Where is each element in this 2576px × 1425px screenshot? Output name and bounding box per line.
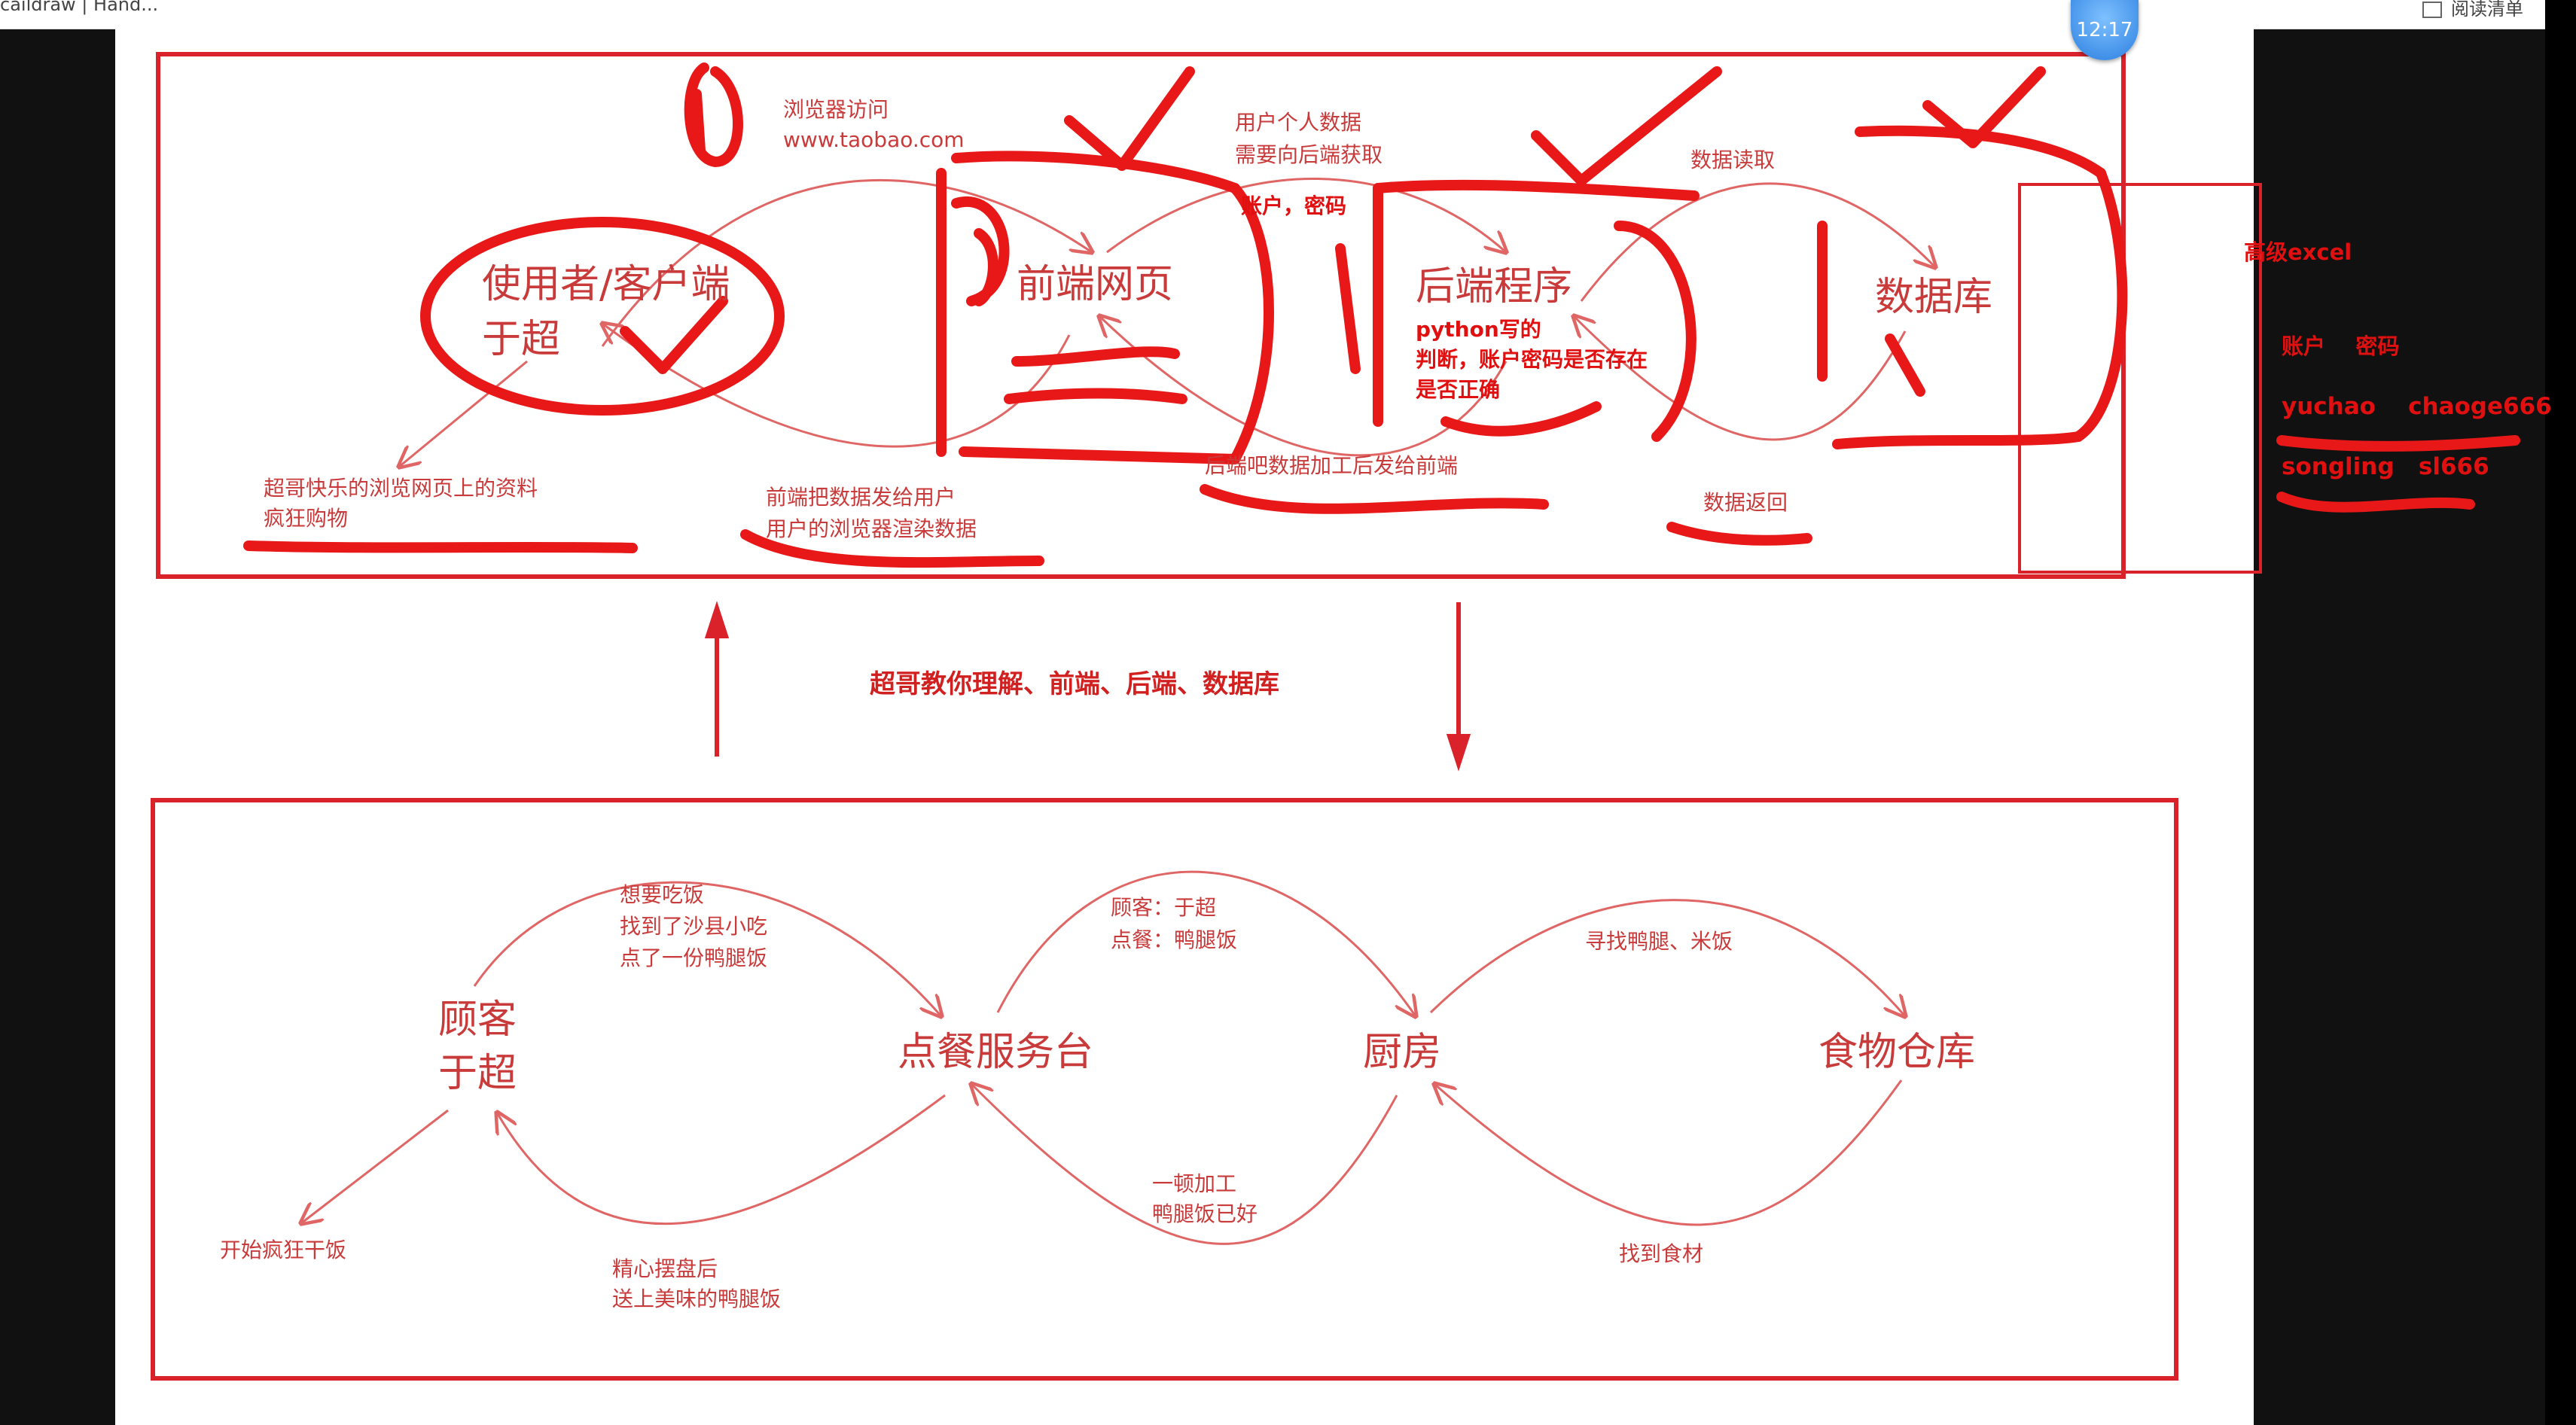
node-frontend: 前端网页 [1017,262,1173,307]
excel-row-2: songling sl666 [2282,453,2489,480]
excel-title: 高级excel [2244,239,2352,265]
window-edge [2545,0,2576,1425]
top-flow-curves [399,178,1935,467]
label-python-2: 判断，账户密码是否存在 [1416,347,1648,372]
reading-list-label: 阅读清单 [2451,0,2523,20]
reading-list-icon [2422,2,2442,18]
node-counter: 点餐服务台 [898,1030,1093,1075]
label-find-food: 寻找鸭腿、米饭 [1585,929,1733,954]
label-data-read: 数据读取 [1690,148,1775,172]
node-backend: 后端程序 [1416,264,1572,309]
label-process: 后端吧数据加工后发给前端 [1205,453,1458,478]
label-render-1: 前端把数据发给用户 [766,485,956,510]
label-user-data: 用户个人数据 [1235,110,1361,135]
label-cooked-2: 鸭腿饭已好 [1152,1201,1258,1226]
label-start-eat: 开始疯狂干饭 [220,1238,346,1262]
label-order-1: 顾客：于超 [1111,895,1216,920]
node-client-name: 于超 [482,317,560,362]
clock-badge[interactable]: 12:17 [2071,0,2139,60]
node-warehouse: 食物仓库 [1818,1030,1975,1075]
label-want-eat-2: 找到了沙县小吃 [620,914,767,939]
excel-frame [2018,183,2262,574]
label-shopping-2: 疯狂购物 [264,506,348,531]
excel-header: 账户 密码 [2282,333,2399,359]
label-want-eat-3: 点了一份鸭腿饭 [620,945,767,970]
label-order-2: 点餐：鸭腿饭 [1111,927,1237,952]
label-cooked-1: 一顿加工 [1152,1171,1236,1196]
node-client: 使用者/客户端 [482,262,730,307]
caption: 超哥教你理解、前端、后端、数据库 [870,669,1279,699]
node-customer-name: 于超 [438,1051,517,1096]
label-render-2: 用户的浏览器渲染数据 [766,516,977,541]
label-python-3: 是否正确 [1416,377,1500,402]
label-served-1: 精心摆盘后 [612,1256,718,1281]
node-customer: 顾客 [438,997,517,1043]
label-shopping-1: 超哥快乐的浏览网页上的资料 [264,476,538,501]
excel-row-1: yuchao chaoge666 [2282,393,2552,420]
label-want-eat-1: 想要吃饭 [620,882,704,907]
label-python-1: python写的 [1416,317,1541,342]
label-visit: 浏览器访问 [783,97,889,122]
label-visit-url: www.taobao.com [783,127,965,152]
label-user-data-2: 需要向后端获取 [1235,142,1383,167]
label-data-return: 数据返回 [1703,490,1788,515]
node-kitchen: 厨房 [1363,1030,1441,1075]
label-served-2: 送上美味的鸭腿饭 [612,1286,781,1311]
bottom-flow-curves [301,870,1905,1245]
label-account-pwd: 账户，密码 [1241,193,1346,218]
browser-tab-title[interactable]: caildraw | Hand... [0,0,159,15]
reading-list-button[interactable]: 阅读清单 [2422,0,2523,20]
bottom-frame [151,798,2178,1381]
hand-annotations [243,62,2520,568]
label-found: 找到食材 [1619,1241,1703,1266]
drawing-canvas[interactable] [115,29,2254,1425]
node-database: 数据库 [1875,275,1992,320]
middle-arrows [704,601,1471,772]
